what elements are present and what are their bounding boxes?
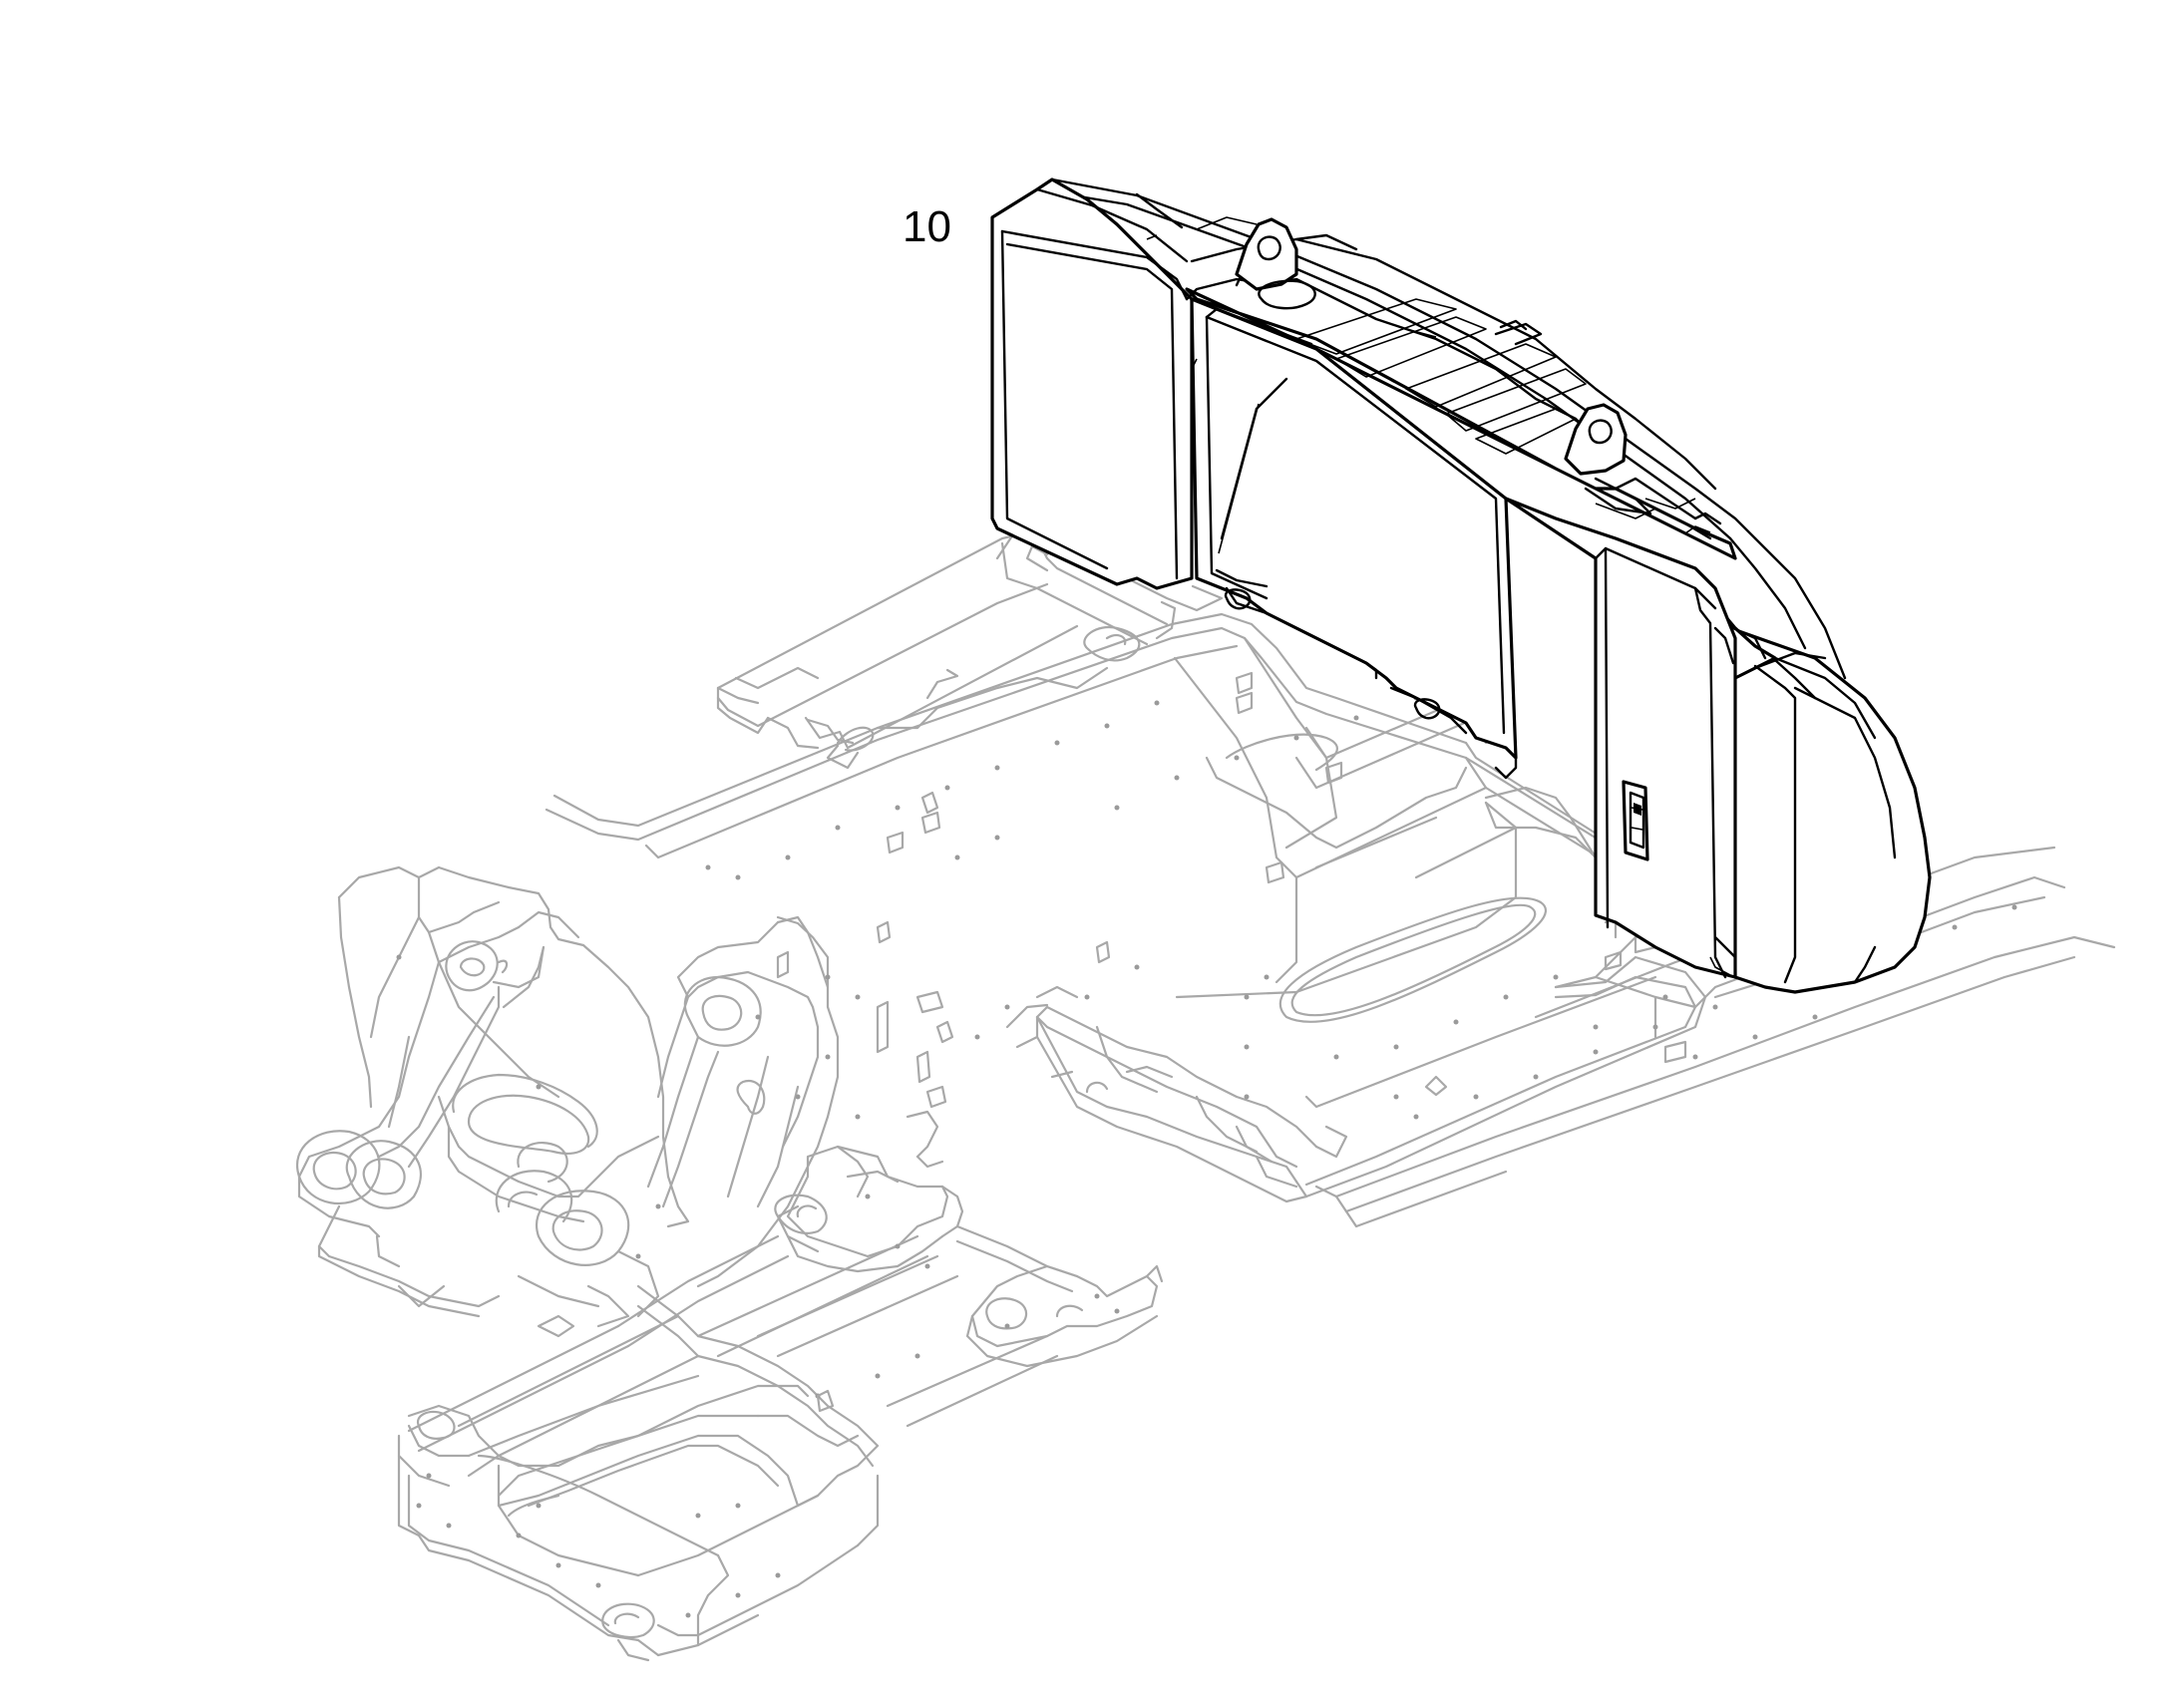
lower-front-frame (397, 1145, 1164, 1662)
counterweight (990, 177, 1932, 994)
callout-label-10: 10 (903, 202, 951, 251)
boom-mount-towers (296, 865, 840, 1328)
frame-brackets (537, 671, 1687, 1413)
leader-line-10 (1218, 403, 1260, 554)
frame-bolt-holes (396, 695, 2017, 1618)
right-floor-frame (1005, 975, 1657, 1169)
